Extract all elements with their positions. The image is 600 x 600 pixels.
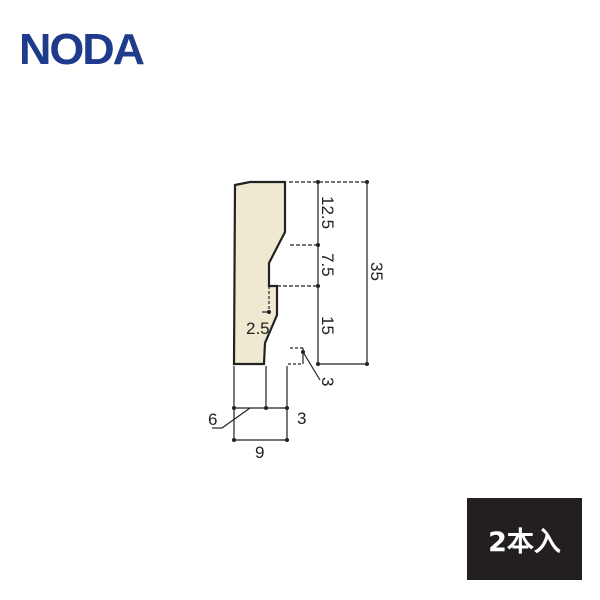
moulding-profile — [232, 180, 287, 366]
dim-groove-depth-label: 2.5 — [246, 319, 270, 338]
dimension-dots — [232, 180, 369, 442]
dim-bottom-offset-label: 3 — [318, 377, 337, 386]
dim-total-height-label: 35 — [367, 262, 386, 281]
dim-lower-segment-label: 15 — [318, 316, 337, 335]
quantity-badge: 2本入 — [467, 498, 582, 580]
dim-base-right-label: 3 — [297, 409, 306, 428]
dim-base-width-label: 6 — [208, 410, 217, 429]
dim-top-segment-label: 12.5 — [318, 196, 337, 229]
noda-logo: NODA — [19, 25, 145, 74]
dim-overall-width-label: 9 — [255, 443, 264, 462]
dimension-guides — [212, 181, 368, 441]
dim-middle-segment-label: 7.5 — [318, 253, 337, 277]
